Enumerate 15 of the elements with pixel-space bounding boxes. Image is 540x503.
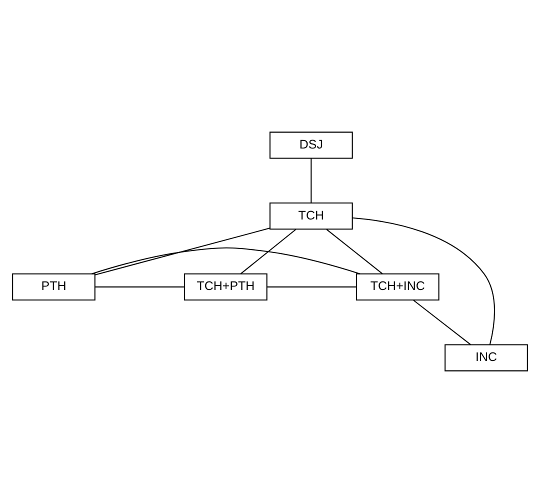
node-box: TCH+PTH	[184, 273, 268, 300]
node-box: INC	[444, 344, 528, 372]
connector	[95, 286, 184, 288]
node-box: TCH	[269, 202, 353, 230]
connector	[352, 217, 496, 345]
node-box: TCH+INC	[356, 273, 440, 300]
node-box: PTH	[12, 273, 96, 300]
node-box: DSJ	[269, 132, 353, 159]
connector	[310, 158, 312, 203]
connector	[413, 300, 471, 345]
connector	[240, 229, 296, 274]
connector	[326, 229, 383, 274]
connector	[267, 286, 356, 288]
connector	[94, 228, 270, 276]
connector	[92, 247, 360, 274]
